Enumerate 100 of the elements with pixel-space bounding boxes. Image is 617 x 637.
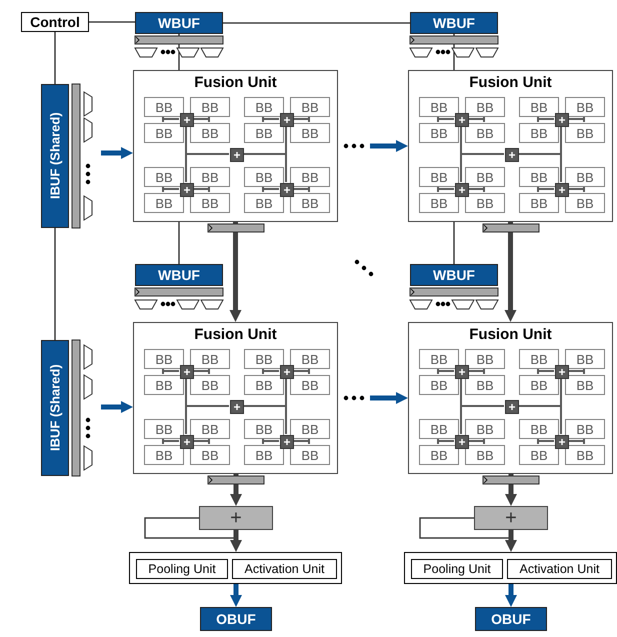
block-box: BB xyxy=(465,419,505,439)
block-box: BB xyxy=(144,419,184,439)
unit-container xyxy=(129,552,342,584)
connector-line xyxy=(54,228,56,340)
block-box: BB xyxy=(144,167,184,187)
block-box: BB xyxy=(465,167,505,187)
buffer-box: OBUF xyxy=(200,607,272,631)
arrow xyxy=(505,530,517,552)
block-box: BB xyxy=(290,419,330,439)
adder-box: + xyxy=(505,148,519,162)
adder-box: + xyxy=(455,113,469,127)
function-box: Pooling Unit xyxy=(411,559,503,579)
block-box: BB xyxy=(565,97,605,117)
arrow xyxy=(505,474,517,506)
block-box: BB xyxy=(144,445,184,465)
block-box: BB xyxy=(290,97,330,117)
connector-line xyxy=(185,405,229,434)
adder-box: + xyxy=(555,183,569,197)
connector-line xyxy=(243,153,287,182)
block-box: BB xyxy=(190,123,230,143)
block-box: BB xyxy=(419,419,459,439)
adder-box: + xyxy=(280,365,294,379)
block-box: BB xyxy=(419,375,459,395)
block-box: BB xyxy=(465,123,505,143)
block-box: BB xyxy=(465,97,505,117)
block-box: BB xyxy=(144,193,184,213)
buffer-box: WBUF xyxy=(410,12,498,34)
block-box: BB xyxy=(290,193,330,213)
block-box: BB xyxy=(465,375,505,395)
block-box: BB xyxy=(519,193,559,213)
connector-line xyxy=(518,153,562,182)
arrow xyxy=(230,584,242,607)
adder-box: + xyxy=(180,365,194,379)
block-box: BB xyxy=(244,375,284,395)
block-box: BB xyxy=(419,349,459,369)
buffer-box: IBUF (Shared) xyxy=(41,84,69,228)
block-box: BB xyxy=(419,97,459,117)
block-box: BB xyxy=(565,123,605,143)
arrow xyxy=(504,222,516,322)
buffer-box: WBUF xyxy=(135,264,223,286)
block-box: BB xyxy=(190,375,230,395)
block-box: BB xyxy=(290,167,330,187)
adder-box: + xyxy=(555,365,569,379)
unit-panel xyxy=(408,322,613,474)
connector-line xyxy=(185,153,229,182)
block-box: BB xyxy=(465,193,505,213)
arrow xyxy=(505,584,517,607)
block-box: BB xyxy=(465,445,505,465)
unit-container xyxy=(404,552,617,584)
block-box: BB xyxy=(565,445,605,465)
function-box: Activation Unit xyxy=(232,559,337,579)
block-box: BB xyxy=(290,445,330,465)
block-box: BB xyxy=(519,375,559,395)
connector-line xyxy=(89,21,135,23)
block-box: BB xyxy=(244,123,284,143)
block-box: BB xyxy=(565,349,605,369)
block-box: BB xyxy=(419,123,459,143)
accumulator-box: + xyxy=(474,506,548,530)
adder-box: + xyxy=(230,148,244,162)
block-box: BB xyxy=(244,193,284,213)
block-box: BB xyxy=(519,123,559,143)
panel-title: Fusion Unit xyxy=(193,326,278,343)
control-box: Control xyxy=(21,12,89,32)
arrow xyxy=(230,222,242,322)
connector-line xyxy=(453,222,455,264)
adder-box: + xyxy=(280,183,294,197)
adder-box: + xyxy=(230,400,244,414)
adder-box: + xyxy=(455,435,469,449)
accumulator-box: + xyxy=(199,506,273,530)
panel-title: Fusion Unit xyxy=(468,326,553,343)
adder-box: + xyxy=(180,113,194,127)
connector-line xyxy=(460,405,504,434)
block-box: BB xyxy=(290,349,330,369)
block-box: BB xyxy=(190,349,230,369)
adder-box: + xyxy=(180,183,194,197)
block-box: BB xyxy=(519,167,559,187)
buffer-box: OBUF xyxy=(475,607,547,631)
adder-box: + xyxy=(455,183,469,197)
buffer-box: WBUF xyxy=(410,264,498,286)
adder-box: + xyxy=(505,400,519,414)
adder-box: + xyxy=(555,113,569,127)
panel-title: Fusion Unit xyxy=(193,74,278,91)
unit-panel xyxy=(133,70,338,222)
connector-line xyxy=(243,405,287,434)
block-box: BB xyxy=(144,97,184,117)
buffer-box: WBUF xyxy=(135,12,223,34)
block-box: BB xyxy=(419,193,459,213)
block-box: BB xyxy=(190,445,230,465)
unit-panel xyxy=(133,322,338,474)
connector-line xyxy=(54,32,56,84)
adder-box: + xyxy=(455,365,469,379)
block-box: BB xyxy=(565,193,605,213)
block-box: BB xyxy=(190,193,230,213)
block-box: BB xyxy=(519,349,559,369)
block-box: BB xyxy=(290,123,330,143)
block-box: BB xyxy=(144,349,184,369)
block-box: BB xyxy=(565,167,605,187)
block-box: BB xyxy=(519,445,559,465)
block-box: BB xyxy=(565,419,605,439)
adder-box: + xyxy=(180,435,194,449)
